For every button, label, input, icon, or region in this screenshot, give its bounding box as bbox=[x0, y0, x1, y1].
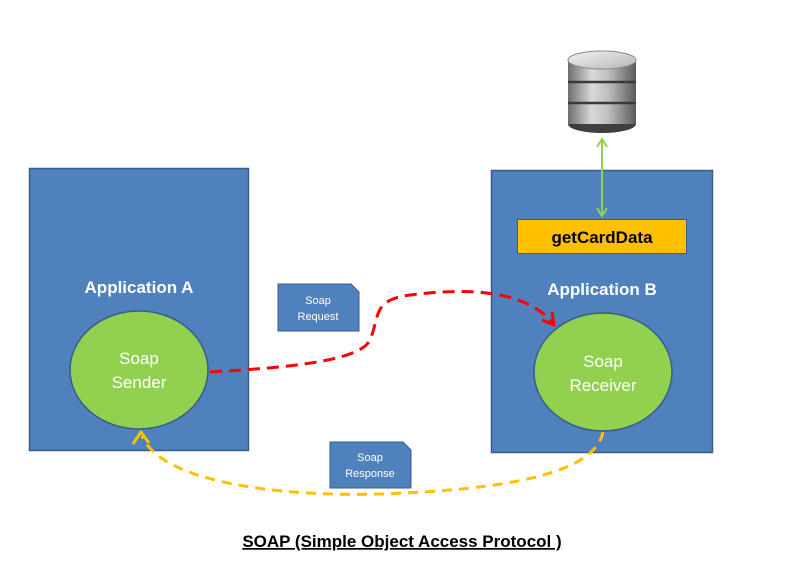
database-link-arrow bbox=[596, 137, 608, 218]
soap-sender-label-line2: Sender bbox=[112, 373, 167, 392]
diagram-caption: SOAP (Simple Object Access Protocol ) bbox=[242, 532, 561, 551]
application-a-title: Application A bbox=[85, 278, 194, 297]
application-b-title: Application B bbox=[547, 280, 657, 299]
soap-response-line1: Soap bbox=[357, 452, 383, 464]
database-icon bbox=[567, 50, 637, 133]
soap-request-line2: Request bbox=[298, 311, 339, 323]
soap-request-note: Soap Request bbox=[277, 283, 360, 332]
soap-sender-label-line1: Soap bbox=[119, 349, 159, 368]
soap-receiver-node: Soap Receiver bbox=[533, 312, 673, 432]
soap-response-arrow bbox=[131, 430, 605, 496]
soap-request-arrow bbox=[209, 290, 556, 374]
get-card-data-method: getCardData bbox=[517, 219, 687, 254]
soap-receiver-label-line2: Receiver bbox=[569, 376, 636, 395]
soap-response-note: Soap Response bbox=[329, 441, 412, 489]
soap-receiver-label-line1: Soap bbox=[583, 352, 623, 371]
method-label: getCardData bbox=[551, 228, 653, 247]
application-a-box: Application A Soap Sender bbox=[28, 167, 250, 452]
soap-response-line2: Response bbox=[345, 468, 395, 480]
soap-sender-node: Soap Sender bbox=[69, 310, 209, 430]
soap-request-line1: Soap bbox=[305, 295, 331, 307]
